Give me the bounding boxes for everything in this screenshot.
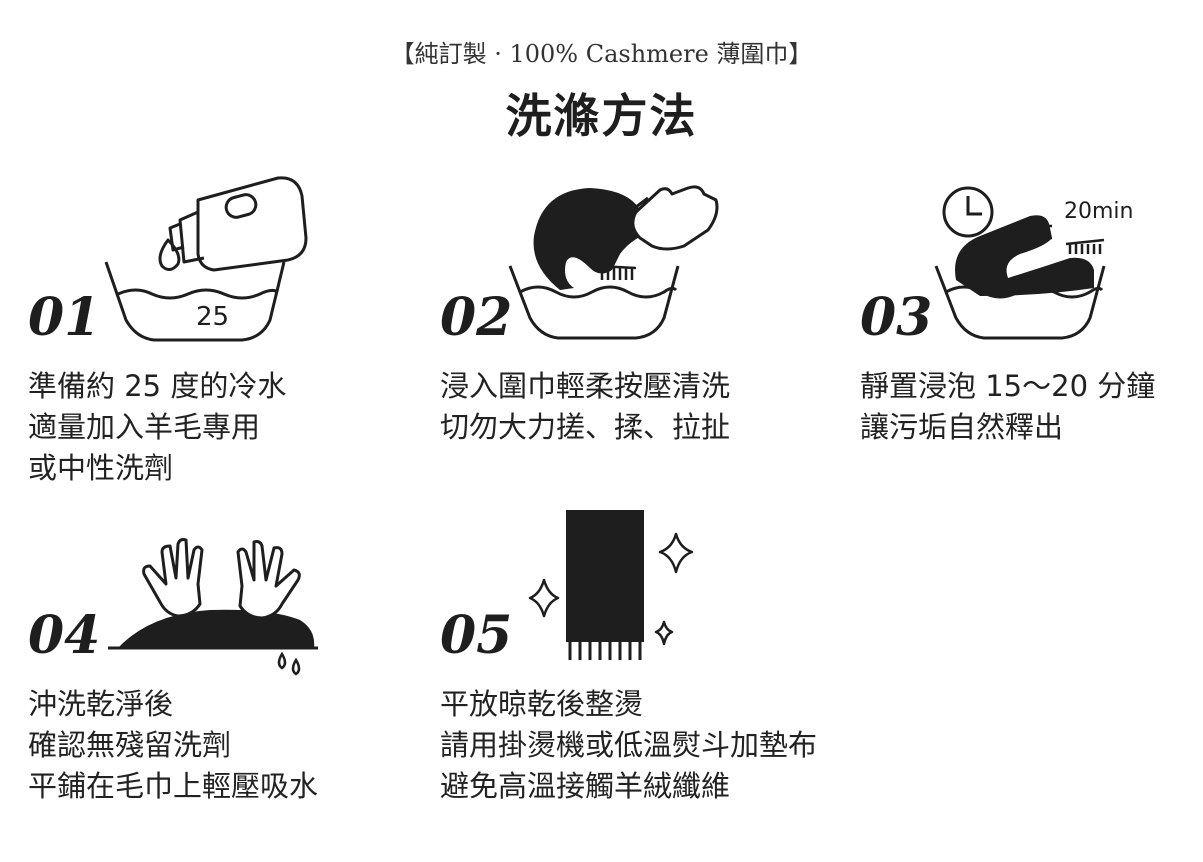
- step-number: 03: [860, 287, 933, 348]
- step-description: 浸入圍巾輕柔按壓清洗 切勿大力搓、揉、拉扯: [440, 369, 731, 444]
- step-number: 05: [440, 605, 513, 666]
- clock-icon: [942, 186, 994, 238]
- step-description: 沖洗乾淨後 確認無殘留洗劑 平鋪在毛巾上輕壓吸水: [28, 687, 319, 803]
- step-number: 02: [440, 287, 513, 348]
- water-temperature-label: 25: [196, 302, 229, 332]
- header-subtitle: 【純訂製 · 100% Cashmere 薄圍巾】: [390, 40, 813, 68]
- step-description: 平放晾乾後整燙 請用掛燙機或低溫熨斗加墊布 避免高溫接觸羊絨纖維: [440, 687, 818, 803]
- sparkle-icon: [528, 532, 694, 646]
- step-number: 01: [28, 287, 101, 348]
- soak-time-label: 20min: [1064, 199, 1133, 224]
- page-title: 洗滌方法: [505, 89, 698, 143]
- step-description: 準備約 25 度的冷水 適量加入羊毛專用 或中性洗劑: [28, 369, 287, 485]
- step-description: 靜置浸泡 15～20 分鐘 讓污垢自然釋出: [860, 369, 1156, 444]
- step-number: 04: [28, 605, 101, 666]
